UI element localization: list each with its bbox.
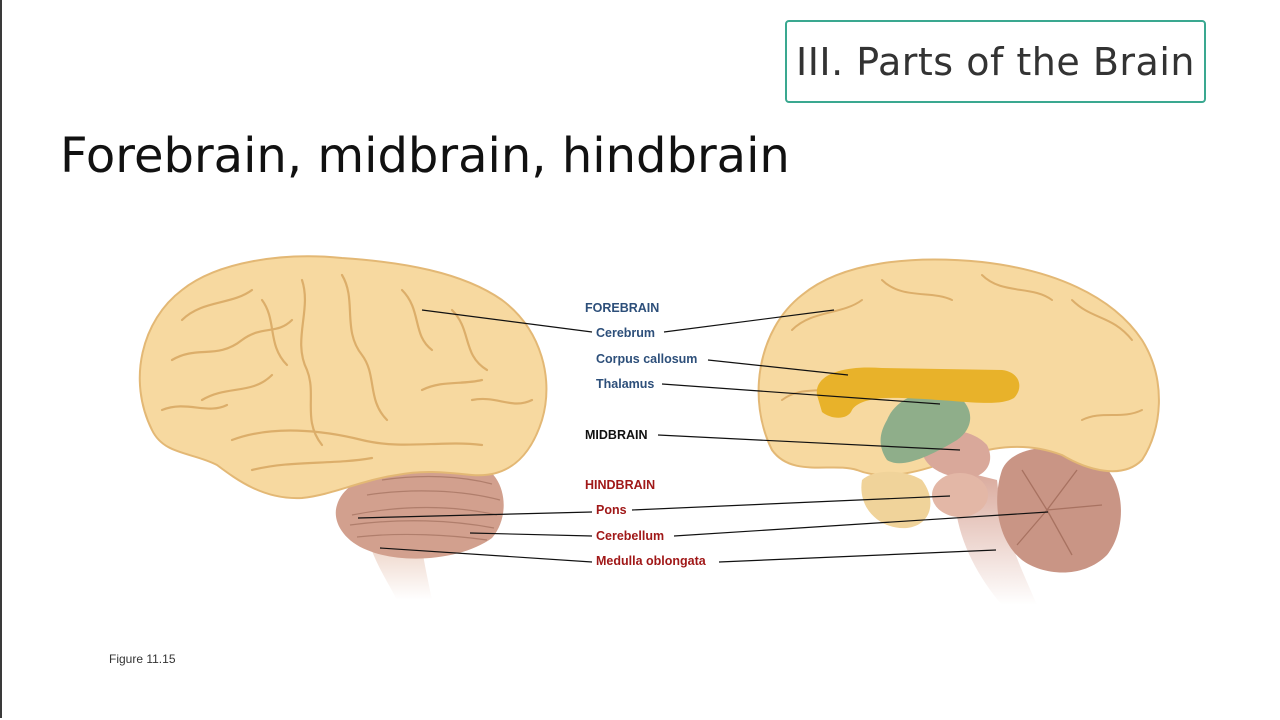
section-title: III. Parts of the Brain	[796, 39, 1195, 84]
lateral-brain-view	[138, 255, 548, 600]
label-thalamus: Thalamus	[596, 377, 654, 391]
label-corpus-callosum: Corpus callosum	[596, 352, 697, 366]
cerebellum-folia	[349, 475, 501, 541]
label-hindbrain: HINDBRAIN	[585, 478, 655, 492]
corpus-callosum-region	[816, 367, 1020, 418]
label-cerebrum: Cerebrum	[596, 326, 655, 340]
section-title-box: III. Parts of the Brain	[785, 20, 1206, 103]
label-forebrain: FOREBRAIN	[585, 301, 659, 315]
pons-region	[932, 473, 988, 517]
medial-gyri	[781, 274, 1143, 421]
lower-diencephalon	[861, 471, 931, 529]
leader-lines	[357, 309, 1049, 563]
gyri-lines	[160, 273, 534, 472]
lateral-cerebellum	[335, 460, 504, 559]
label-pons: Pons	[596, 503, 627, 517]
figure-caption: Figure 11.15	[109, 652, 176, 666]
arbor-vitae	[1016, 469, 1103, 556]
thalamus-region	[880, 391, 971, 464]
sagittal-brain-view	[757, 258, 1160, 605]
label-cerebellum: Cerebellum	[596, 529, 664, 543]
label-medulla-oblongata: Medulla oblongata	[596, 554, 707, 568]
label-midbrain: MIDBRAIN	[585, 428, 648, 442]
slide-title: Forebrain, midbrain, hindbrain	[60, 128, 790, 184]
